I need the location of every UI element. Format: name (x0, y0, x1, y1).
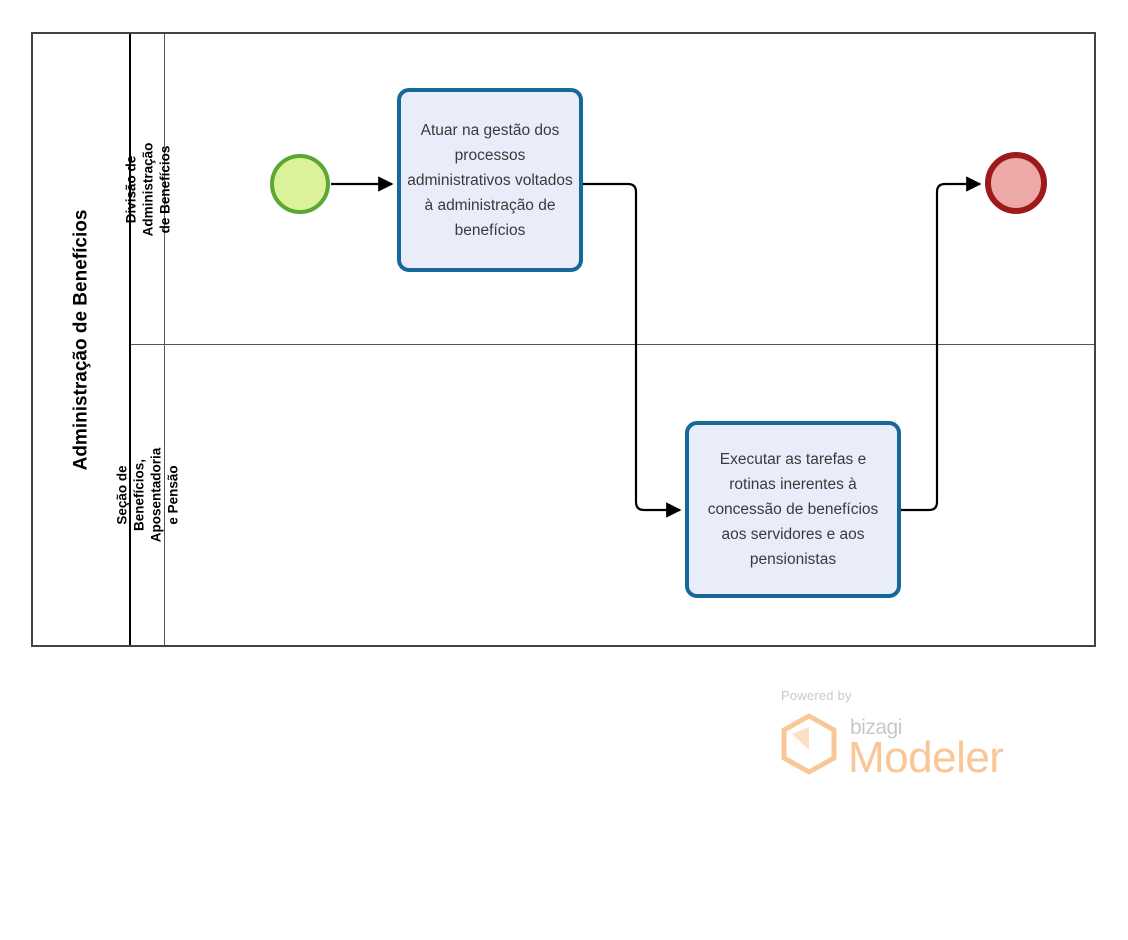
powered-by-label: Powered by (781, 688, 852, 703)
start-event[interactable] (270, 154, 330, 214)
end-event[interactable] (985, 152, 1047, 214)
bizagi-product-text: Modeler (848, 733, 1004, 782)
pool-title: Administração de Benefícios (70, 209, 92, 470)
bizagi-hexagon-logo (781, 713, 837, 775)
lane-title-divisao: Divisão de Administração de Benefícios (123, 142, 172, 236)
task-2-label: Executar as tarefas e rotinas inerentes … (707, 451, 879, 568)
lane-header-secao[interactable]: Seção de Benefícios, Aposentadoria e Pen… (115, 345, 181, 645)
bizagi-brand-text: bizagi (850, 716, 902, 739)
task-atuar-na-gestao[interactable]: Atuar na gestão dos processos administra… (397, 88, 583, 272)
lane-secao-de-beneficios-aposentadoria-e-pensao[interactable]: Seção de Benefícios, Aposentadoria e Pen… (115, 345, 1094, 645)
task-executar-as-tarefas[interactable]: Executar as tarefas e rotinas inerentes … (685, 421, 901, 598)
task-1-label: Atuar na gestão dos processos administra… (407, 121, 573, 239)
lane-title-secao: Seção de Benefícios, Aposentadoria e Pen… (114, 447, 181, 543)
bizagi-watermark: Powered by bizagi Modeler (778, 688, 1038, 788)
pool-header[interactable]: Administração de Benefícios (33, 34, 131, 645)
lane-container: Divisão de Administração de Benefícios S… (115, 34, 1094, 645)
lane-header-divisao[interactable]: Divisão de Administração de Benefícios (123, 34, 172, 344)
